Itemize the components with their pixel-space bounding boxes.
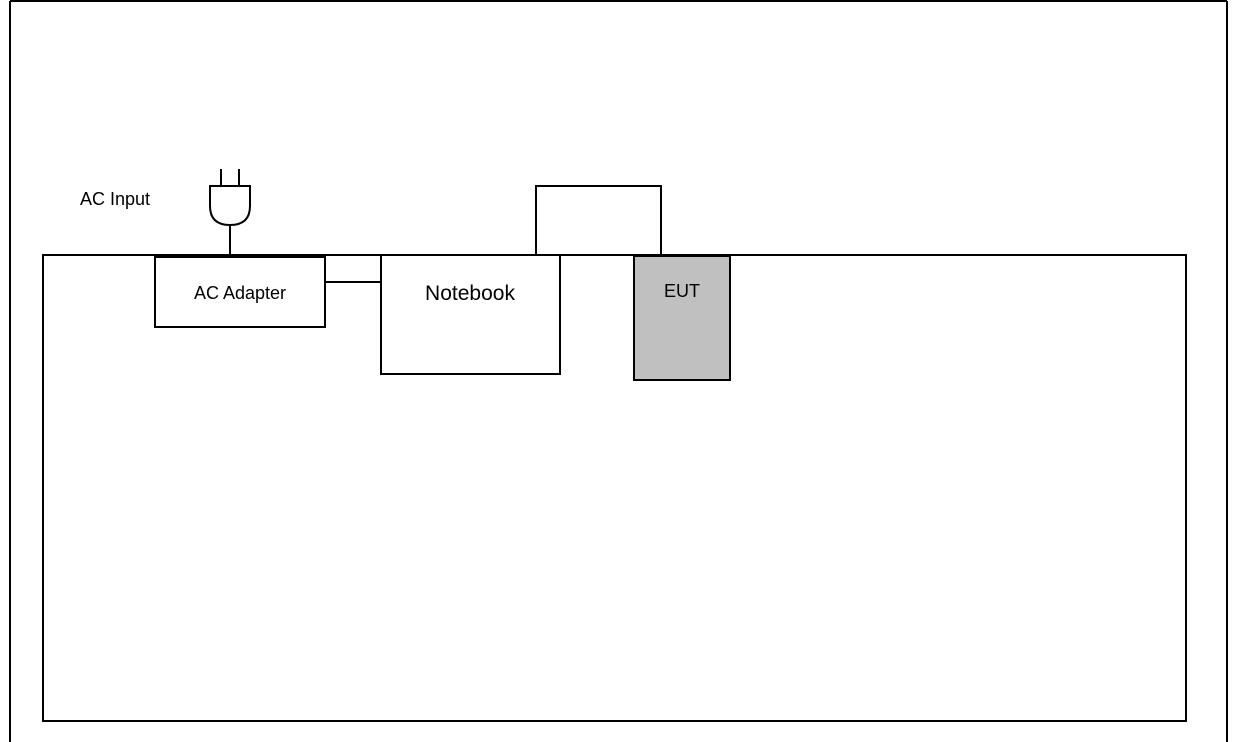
test-table bbox=[42, 254, 1187, 722]
notebook-box bbox=[380, 254, 561, 375]
ac-plug-icon bbox=[209, 169, 251, 227]
outer-frame bbox=[9, 0, 1228, 742]
ac-input-label: AC Input bbox=[80, 189, 150, 209]
eut-label: EUT bbox=[664, 281, 700, 301]
notebook-label: Notebook bbox=[425, 282, 515, 305]
eut-box bbox=[633, 255, 731, 381]
ac-adapter-label: AC Adapter bbox=[194, 283, 286, 303]
ac-adapter-box bbox=[154, 256, 326, 328]
usb-cable bbox=[535, 185, 662, 256]
